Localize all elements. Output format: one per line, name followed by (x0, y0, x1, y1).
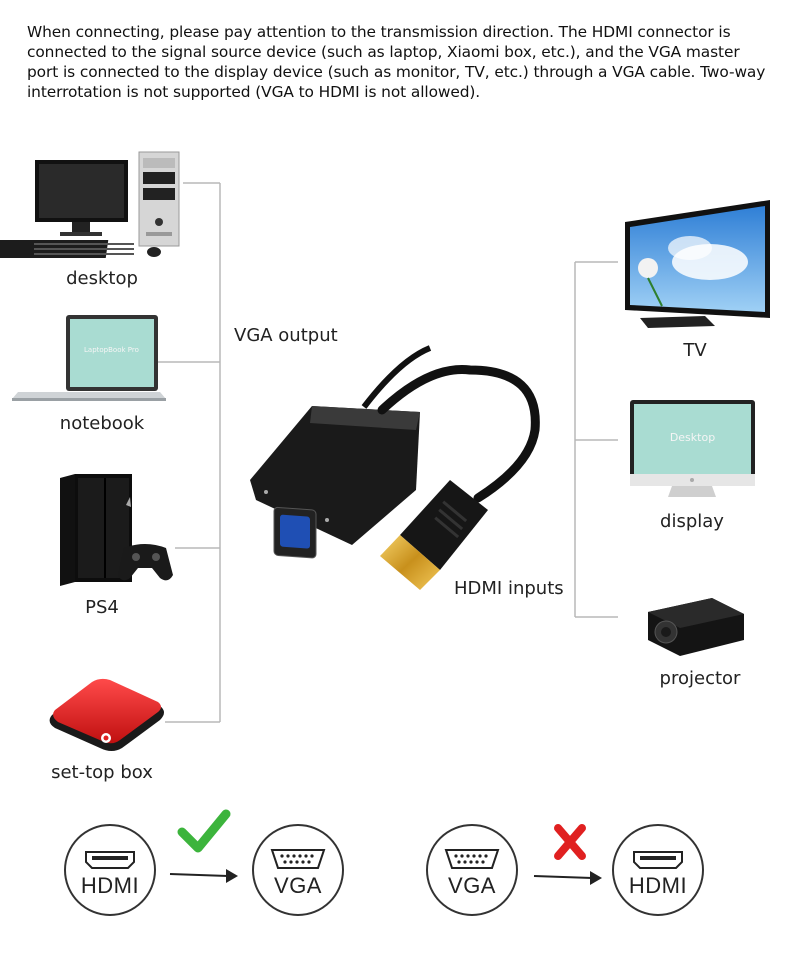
label-display: display (660, 511, 724, 532)
set-top-box-icon (49, 678, 164, 751)
vga-port-icon-left (426, 824, 518, 916)
intro-text: When connecting, please pay attention to… (27, 23, 766, 101)
label-tv: TV (683, 340, 707, 361)
hdmi-port-icon-left (64, 824, 156, 916)
circle-label-hdmi-left: HDMI (80, 873, 140, 898)
arrow-allowed (169, 869, 238, 883)
projector-icon (648, 598, 744, 656)
label-notebook: notebook (59, 413, 145, 434)
tv-icon (625, 200, 770, 328)
vga-adapter-body-icon (250, 406, 420, 559)
left-bracket-lines (158, 182, 221, 723)
monitor-screen-text: Desktop (669, 431, 716, 444)
circle-label-vga-left: VGA (448, 873, 496, 898)
right-bracket-lines (574, 261, 618, 618)
vga-port-icon-right (252, 824, 344, 916)
label-hdmi-inputs: HDMI inputs (454, 578, 564, 599)
check-mark-icon (177, 809, 231, 853)
label-set-top-box: set-top box (51, 762, 153, 783)
label-ps4: PS4 (85, 597, 119, 618)
ps4-controller-icon (118, 544, 173, 581)
label-vga-output: VGA output (234, 325, 338, 346)
label-projector: projector (659, 668, 741, 689)
monitor-icon (630, 400, 755, 497)
hdmi-plug-icon (380, 480, 488, 590)
hdmi-port-icon-right (612, 824, 704, 916)
cross-mark-icon (554, 824, 586, 860)
label-desktop: desktop (66, 268, 138, 289)
desktop-computer-icon (0, 151, 180, 258)
laptop-screen-text: LaptopBook Pro (84, 346, 139, 354)
arrow-not-allowed (533, 871, 602, 885)
hdmi-cable-icon (377, 365, 540, 503)
circle-label-hdmi-right: HDMI (628, 873, 688, 898)
ps4-console-icon (60, 474, 132, 586)
laptop-icon (12, 315, 166, 401)
circle-label-vga-right: VGA (274, 873, 322, 898)
